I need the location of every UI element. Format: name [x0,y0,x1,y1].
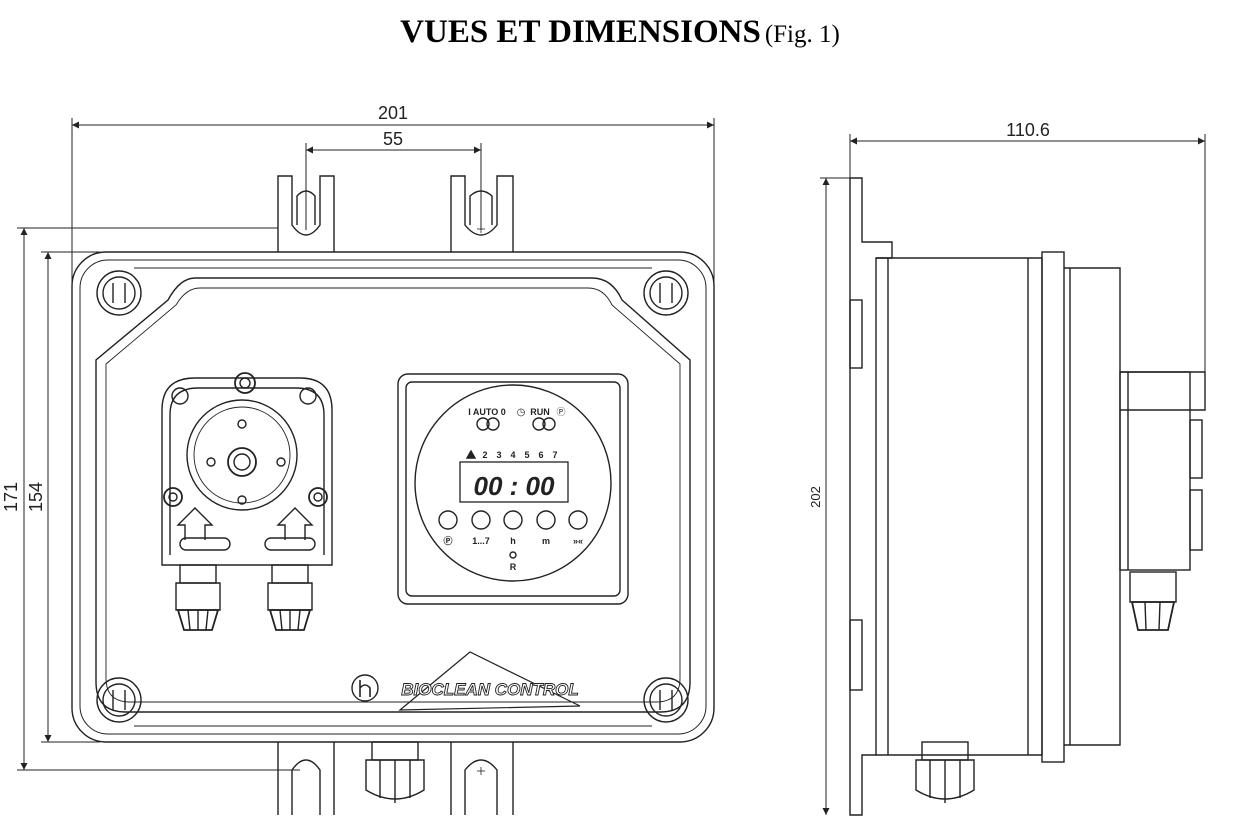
button-label-hours: h [510,536,516,546]
dimension-mount-spacing [305,143,482,230]
side-mounting-plate [849,177,893,816]
enclosure-lid-panel [95,277,691,713]
button-label-days: 1...7 [472,536,490,546]
button-label-minutes: m [542,536,550,546]
front-view: 201 55 171 154 [1,103,715,815]
peristaltic-pump [161,372,333,566]
side-pump-fitting [1129,571,1177,631]
figure-title: VUES ET DIMENSIONS (Fig. 1) [0,14,1240,51]
button-label-adjust: »« [573,536,583,546]
dim-label-154: 154 [26,482,46,512]
corner-screw-bottom-left [96,677,142,723]
title-figure-ref: (Fig. 1) [764,21,840,48]
timer-button-labels: Ⓟ 1...7 h m »« R [443,535,583,572]
dimension-height-outer [17,227,300,771]
side-cable-gland [915,741,975,803]
timer-mode-label: I AUTO 0 [468,407,506,417]
dim-label-110-6: 110.6 [1006,120,1050,140]
corner-screw-top-left [96,270,142,316]
side-enclosure-body [875,251,1121,763]
dim-label-201: 201 [378,103,408,123]
dim-label-55: 55 [383,129,403,149]
timer-display: 00 : 00 [474,471,555,501]
corner-screw-bottom-right [643,677,689,723]
enclosure-rim [79,259,707,735]
top-mounting-brackets [277,175,514,252]
timer-clock-icon: ◷ [517,407,526,418]
day-label: 2 [482,450,487,460]
dim-label-171: 171 [1,482,21,512]
pump-fitting-right [267,564,313,631]
day-label: 5 [524,450,529,460]
bottom-cable-gland [365,741,425,803]
timer-day-labels: 1 2 3 4 5 6 7 [468,450,557,460]
day-label: 6 [538,450,543,460]
timer-program-icon: Ⓟ [556,407,565,417]
brand-logo [351,651,581,711]
dimension-depth [849,134,1206,400]
day-label: 7 [552,450,557,460]
button-label-program: Ⓟ [443,535,452,546]
bottom-mounting-brackets [277,742,514,815]
dimension-width [71,118,715,300]
dim-label-202: 202 [808,486,823,508]
corner-screw-top-right [643,270,689,316]
side-view: 110.6 202 [808,120,1206,816]
timer-run-label: RUN [530,407,550,417]
title-main: VUES ET DIMENSIONS [400,14,761,50]
day-label: 3 [496,450,501,460]
brand-name: BIOCLEAN CONTROL [401,680,579,699]
side-panel-protrusion [1119,371,1206,571]
pump-fitting-left [175,564,221,631]
reset-label: R [510,562,517,572]
timer-panel [397,373,629,605]
day-label: 1 [468,450,473,460]
day-label: 4 [510,450,515,460]
dimension-height-inner [41,251,100,743]
enclosure-outer [71,251,715,743]
dimension-side-height [820,177,850,815]
